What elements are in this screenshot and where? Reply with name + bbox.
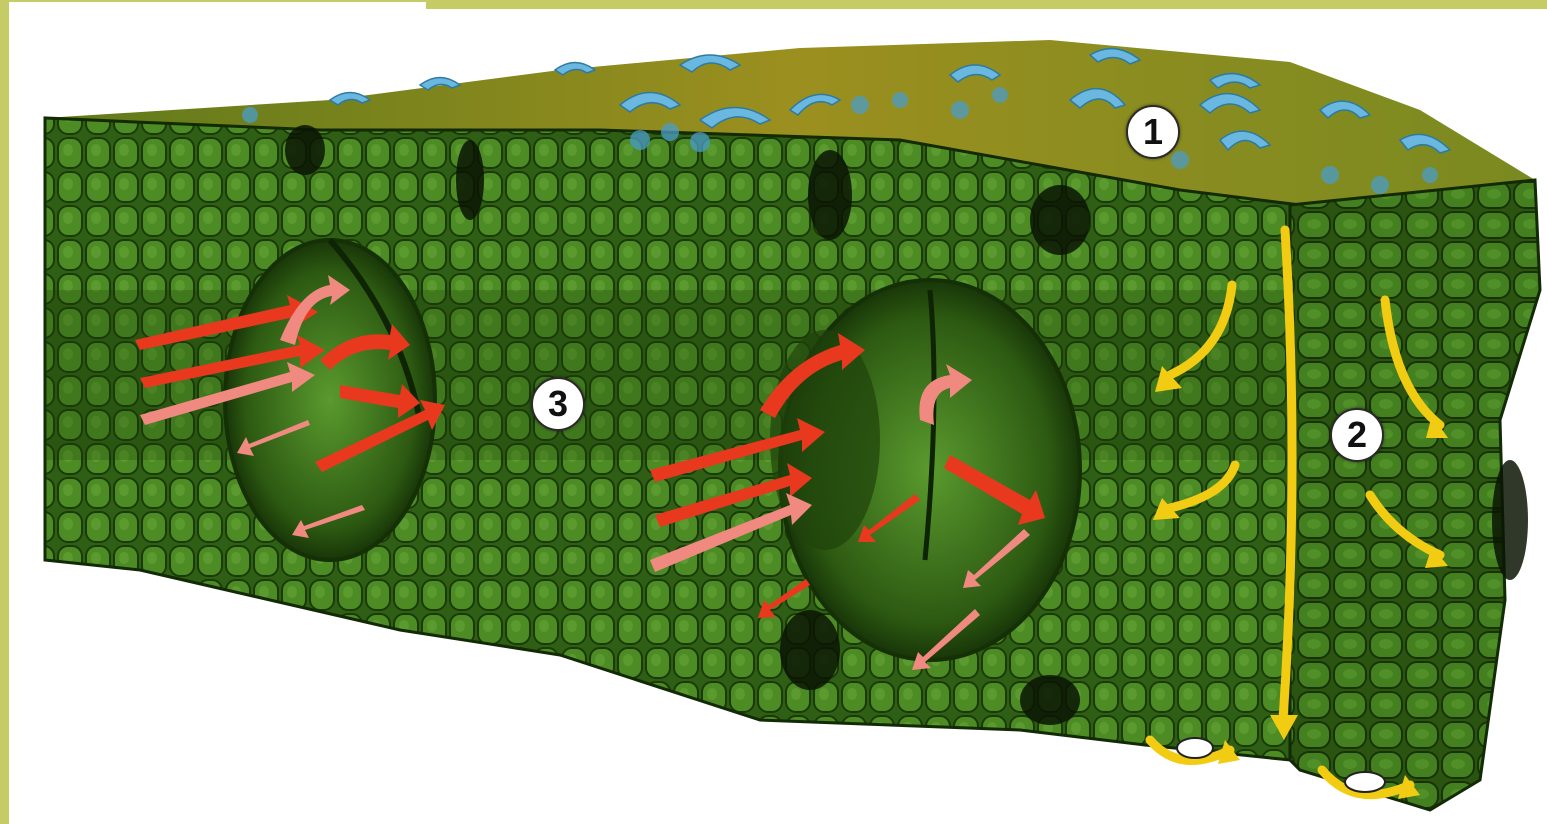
marker-2: 2 [1330,408,1384,462]
marker-3: 3 [531,377,585,431]
marker-1: 1 [1126,105,1180,159]
